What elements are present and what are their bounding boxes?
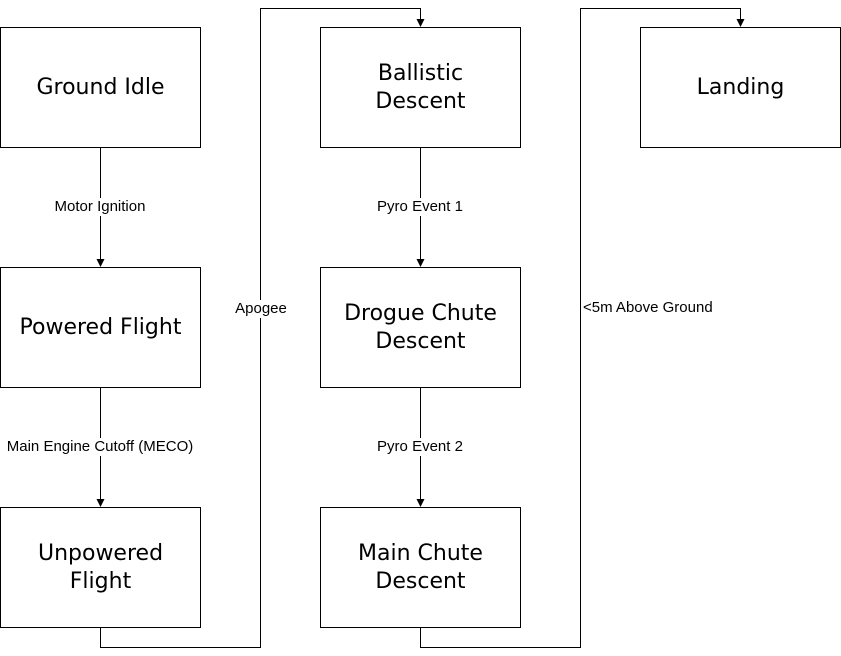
state-label: Landing — [696, 74, 785, 100]
label-above-ground: <5m Above Ground — [583, 299, 713, 317]
state-drogue-chute-descent: Drogue Chute Descent — [320, 267, 521, 388]
edge-above-ground — [420, 8, 745, 648]
state-unpowered-flight: Unpowered Flight — [0, 507, 201, 628]
state-label: Drogue Chute Descent — [344, 300, 497, 354]
label-apogee: Apogee — [235, 300, 287, 318]
state-label: Ground Idle — [36, 74, 165, 100]
label-pyro-event-1: Pyro Event 1 — [377, 198, 463, 216]
state-landing: Landing — [640, 27, 841, 148]
label-meco: Main Engine Cutoff (MECO) — [6, 438, 194, 456]
state-label: Powered Flight — [19, 314, 182, 340]
state-ground-idle: Ground Idle — [0, 27, 201, 148]
state-powered-flight: Powered Flight — [0, 267, 201, 388]
state-label: Ballistic Descent — [375, 60, 466, 114]
edge-apogee — [100, 8, 425, 648]
state-label: Main Chute Descent — [358, 540, 483, 594]
state-label: Unpowered Flight — [37, 540, 164, 594]
state-main-chute-descent: Main Chute Descent — [320, 507, 521, 628]
state-ballistic-descent: Ballistic Descent — [320, 27, 521, 148]
label-pyro-event-2: Pyro Event 2 — [377, 438, 463, 456]
label-motor-ignition: Motor Ignition — [54, 198, 146, 216]
